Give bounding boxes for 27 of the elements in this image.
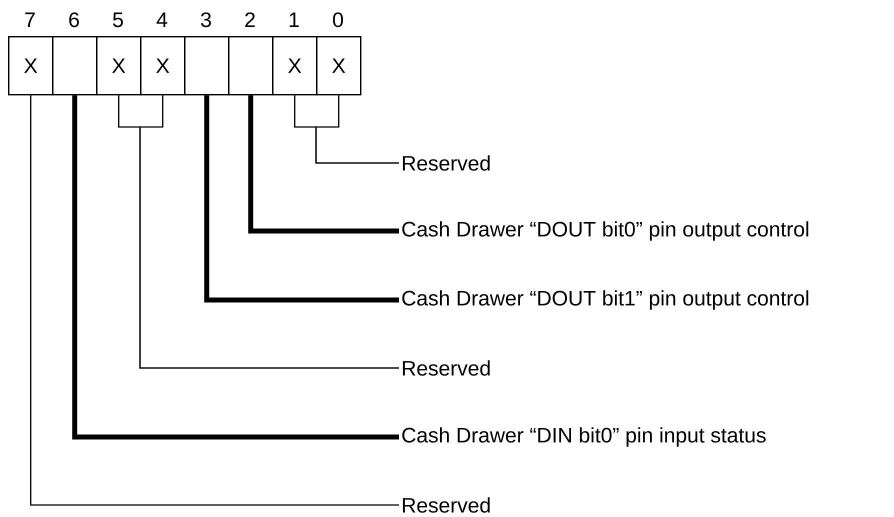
description-label: Reserved	[402, 155, 490, 171]
leader-line	[315, 95, 399, 164]
leader-line	[204, 95, 399, 302]
bit-cell: X	[8, 36, 54, 96]
leader-line	[30, 95, 399, 506]
bit-cell	[52, 36, 98, 96]
bit-number: 3	[200, 12, 211, 28]
bit-number: 6	[69, 12, 79, 28]
bit-number: 7	[25, 12, 35, 27]
bit-cell	[228, 36, 274, 96]
description-label: Cash Drawer “DOUT bit0” pin output control	[402, 221, 808, 241]
description-label: Reserved	[402, 497, 490, 513]
bit-number: 4	[156, 12, 168, 27]
bit-cell: X	[96, 36, 142, 96]
bit-number: 5	[113, 12, 123, 28]
leader-line	[72, 95, 399, 440]
description-label: Cash Drawer “DIN bit0” pin input status	[402, 427, 766, 447]
bit-cell	[184, 36, 230, 96]
bit-cell: X	[272, 36, 318, 96]
description-label: Cash Drawer “DOUT bit1” pin output control	[402, 290, 808, 310]
bit-cell: X	[140, 36, 186, 96]
bit-number: 2	[245, 12, 255, 27]
bit-number: 1	[290, 12, 299, 27]
bit-number: 0	[332, 12, 344, 28]
leader-line	[248, 95, 399, 234]
description-label: Reserved	[402, 360, 490, 376]
bit-cell: X	[316, 36, 362, 96]
